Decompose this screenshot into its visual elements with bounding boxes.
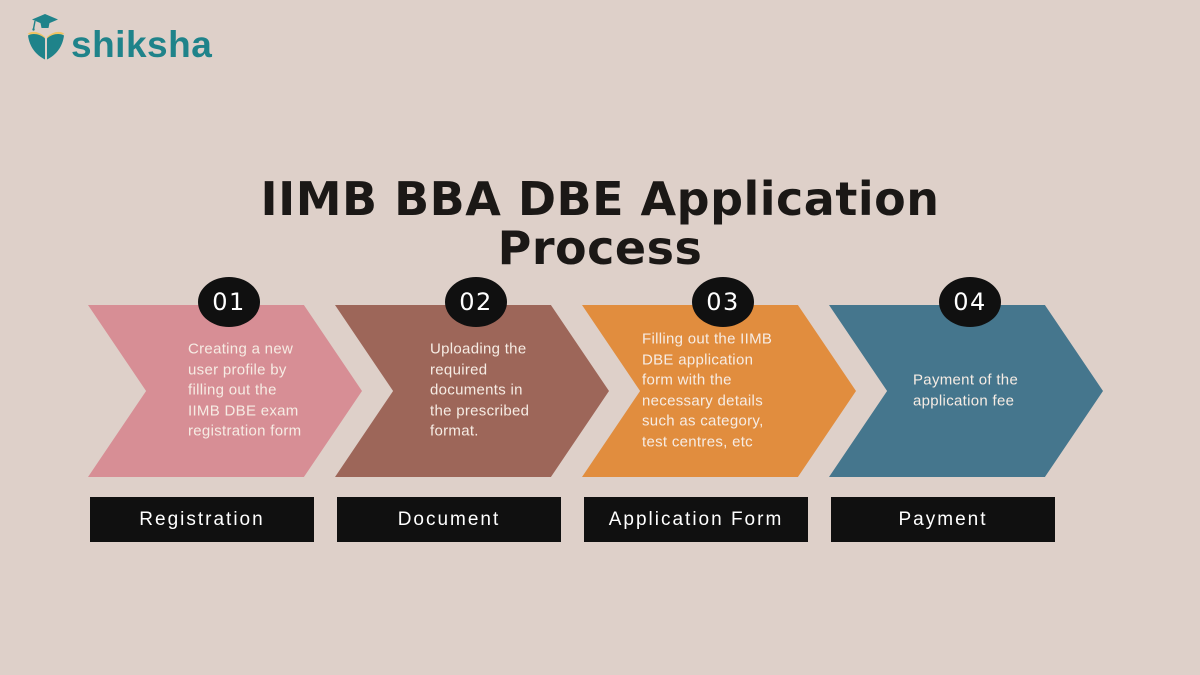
- step-4-payment: 04 Payment of the application fee: [829, 277, 1103, 477]
- step-label-document: Document: [337, 497, 561, 542]
- step-label-application-form: Application Form: [584, 497, 808, 542]
- step-1-description: Creating a new user profile by filling o…: [188, 340, 302, 440]
- step-3-application-form: 03 Filling out the IIMB DBE application …: [582, 277, 856, 477]
- step-1-number-badge: 01: [198, 277, 260, 327]
- step-2-document: 02 Uploading the required documents in t…: [335, 277, 609, 477]
- brand-logo: shiksha: [24, 5, 212, 69]
- step-4-number-badge: 04: [939, 277, 1001, 327]
- step-label-registration: Registration: [90, 497, 314, 542]
- page-title: IIMB BBA DBE Application Process: [260, 171, 940, 275]
- step-2-description: Uploading the required documents in the …: [430, 340, 530, 440]
- step-label-payment: Payment: [831, 497, 1055, 542]
- step-4-description: Payment of the application fee: [913, 371, 1019, 409]
- step-2-number-badge: 02: [445, 277, 507, 327]
- graduation-cap-bird-icon: [24, 5, 68, 69]
- step-3-number-badge: 03: [692, 277, 754, 327]
- brand-name: shiksha: [71, 24, 213, 65]
- step-1-registration: 01 Creating a new user profile by fillin…: [88, 277, 362, 477]
- step-3-description: Filling out the IIMB DBE application for…: [642, 330, 773, 451]
